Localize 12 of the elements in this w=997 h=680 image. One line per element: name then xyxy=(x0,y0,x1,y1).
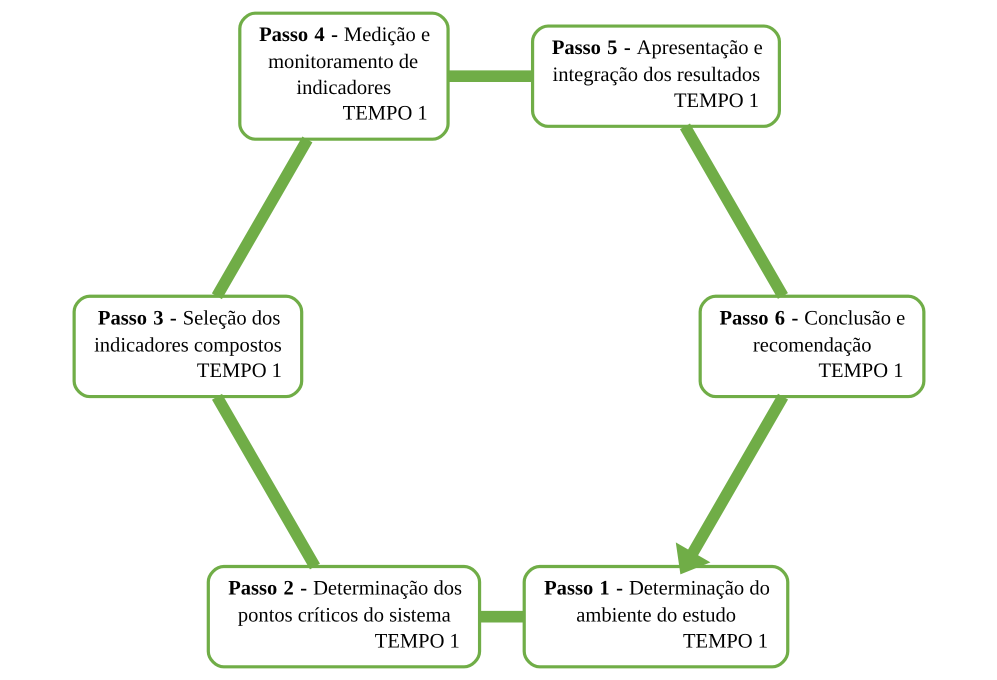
connector xyxy=(212,394,320,570)
node-box: Passo 1 - Determinação do ambiente do estudo TEMPO 1 xyxy=(522,564,789,668)
node-box: Passo 4 - Medição e monitoramento de indicadores TEMPO 1 xyxy=(238,12,450,141)
node-box: Passo 5 - Apresentação e integração dos resultados TEMPO 1 xyxy=(530,24,780,128)
connector xyxy=(448,70,532,82)
arrow xyxy=(675,394,788,574)
node-box: Passo 2 - Determinação dos pontos críticos do sistema TEMPO 1 xyxy=(206,564,481,668)
connector xyxy=(679,124,788,299)
node-box: Passo 3 - Seleção dos indicadores compostos TEMPO 1 xyxy=(72,294,303,398)
connector xyxy=(479,610,524,622)
connector xyxy=(211,136,312,300)
node-box: Passo 6 - Conclusão e recomendação TEMPO 1 xyxy=(698,294,925,398)
